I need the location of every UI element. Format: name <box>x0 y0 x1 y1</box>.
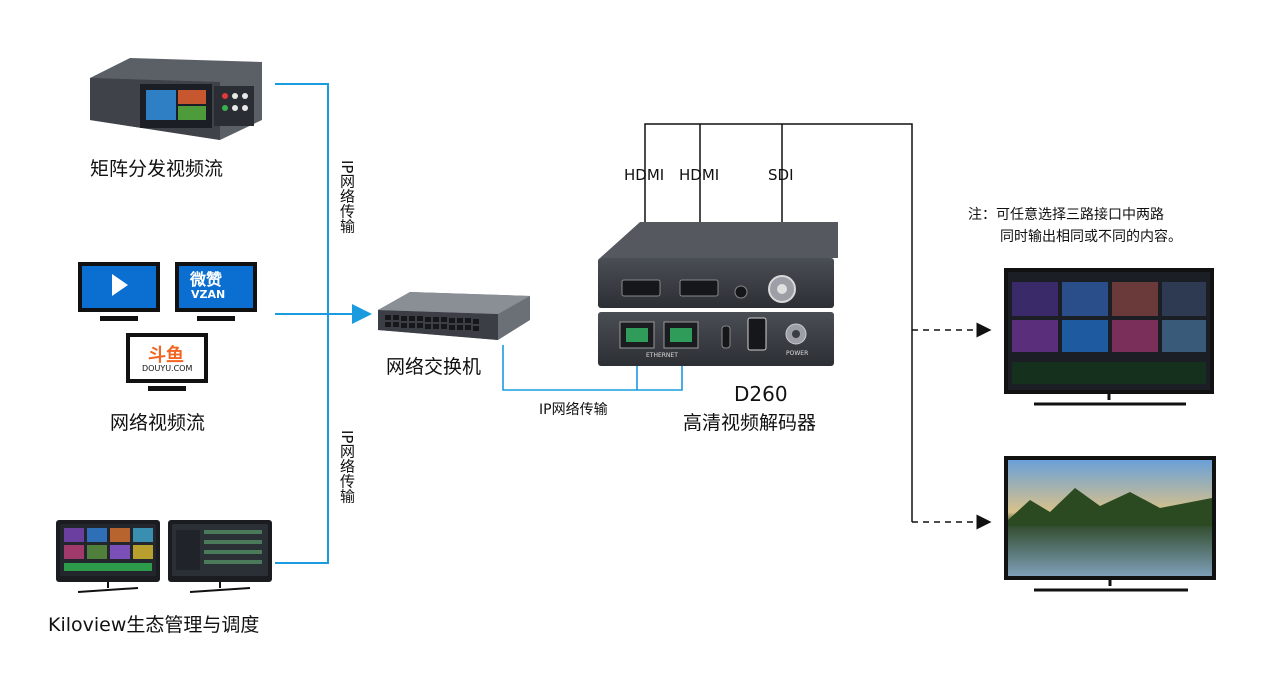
note-line-2: 同时输出相同或不同的内容。 <box>1000 229 1182 245</box>
matrix-device <box>90 58 262 140</box>
panel-power-label: POWER <box>786 350 809 357</box>
note-line-1: 注：可任意选择三路接口中两路 <box>968 207 1164 223</box>
vzan-logo-cn: 微赞 <box>190 270 223 289</box>
douyu-logo-cn: 斗鱼 <box>148 345 184 366</box>
monitor-douyu <box>126 333 208 391</box>
monitor-bilibili <box>78 262 160 321</box>
ip-transport-label-ethernet: IP网络传输 <box>539 402 608 418</box>
network-switch <box>378 292 530 340</box>
decoder-output-panel <box>598 222 838 308</box>
port-label-hdmi-2: HDMI <box>679 166 720 184</box>
vzan-logo: VZAN <box>191 288 226 301</box>
port-label-sdi: SDI <box>768 166 794 184</box>
display-monitor-bottom <box>1004 456 1216 592</box>
network-source-label: 网络视频流 <box>110 412 206 434</box>
decoder-input-panel <box>598 312 834 366</box>
port-label-hdmi-1: HDMI <box>624 166 665 184</box>
display-monitor-top <box>1004 268 1214 406</box>
douyu-logo: DOUYU.COM <box>142 364 193 373</box>
kiloview-monitor-2 <box>168 520 272 593</box>
matrix-source-label: 矩阵分发视频流 <box>90 158 224 180</box>
ip-transport-label-lower: IP网络传输 <box>338 430 356 504</box>
monitor-vzan <box>175 262 257 321</box>
decoder-name: 高清视频解码器 <box>683 412 817 434</box>
ip-transport-label-upper: IP网络传输 <box>338 160 356 234</box>
kiloview-monitor-1 <box>56 520 160 593</box>
switch-label: 网络交换机 <box>386 356 482 378</box>
panel-ethernet-label: ETHERNET <box>646 352 678 359</box>
kiloview-source-label: Kiloview生态管理与调度 <box>48 614 260 636</box>
decoder-model: D260 <box>734 382 788 406</box>
ip-bus-lines <box>275 83 372 564</box>
dashed-output-arrows <box>912 322 992 530</box>
